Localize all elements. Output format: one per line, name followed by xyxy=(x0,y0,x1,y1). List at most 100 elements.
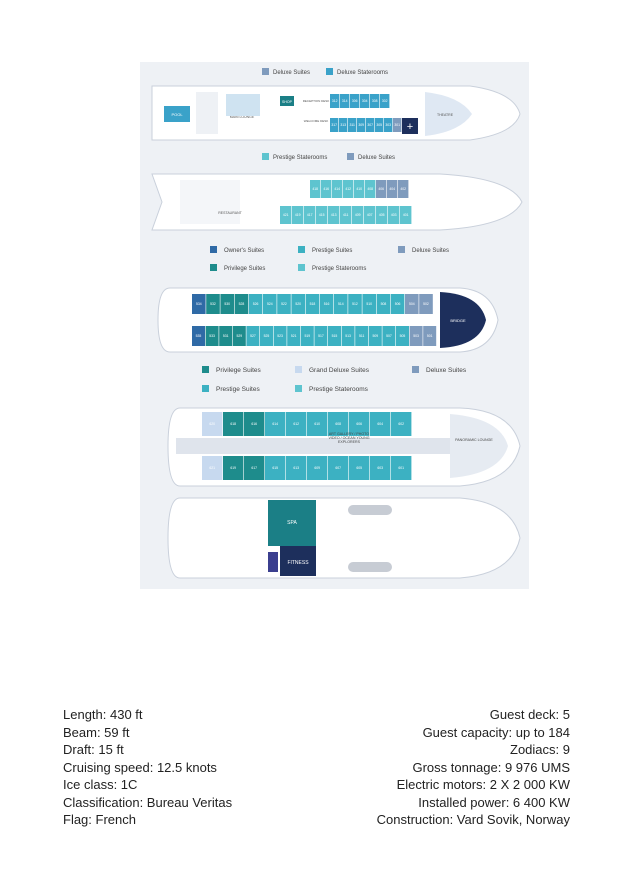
cabin xyxy=(364,206,376,224)
legend-swatch xyxy=(202,366,209,373)
cabin xyxy=(328,326,341,346)
cabin-number: 615 xyxy=(272,466,278,470)
cabin-number: 612 xyxy=(293,422,299,426)
cabin xyxy=(370,94,380,108)
cabin xyxy=(321,180,332,198)
cabin xyxy=(376,294,391,314)
cabin-number: 610 xyxy=(314,422,320,426)
cabin-number: 501 xyxy=(427,334,433,338)
cabin-number: 621 xyxy=(209,466,215,470)
cabin xyxy=(248,294,263,314)
legend-swatch xyxy=(398,246,405,253)
legend-swatch xyxy=(210,264,217,271)
cabin-number: 414 xyxy=(334,187,340,191)
cabin-number: 314 xyxy=(342,99,348,103)
cabin-number: 516 xyxy=(324,302,330,306)
room-label: THEATRE xyxy=(437,113,454,117)
deck3-legend: Privilege Suites Grand Deluxe Suites Del… xyxy=(202,366,467,393)
cabin xyxy=(341,326,355,346)
cabin xyxy=(286,456,307,480)
cabin-number: 521 xyxy=(291,334,297,338)
deck-5: SPA FITNESS xyxy=(167,497,521,579)
cabin-number: 519 xyxy=(304,334,310,338)
cabin-number: 510 xyxy=(366,302,372,306)
legend-label: Deluxe Suites xyxy=(412,248,449,254)
cabin xyxy=(220,294,234,314)
cabin-number: 312 xyxy=(332,99,338,103)
legend-swatch xyxy=(210,246,217,253)
cabin-number: 419 xyxy=(295,213,301,217)
cabin xyxy=(273,326,287,346)
legend-label: Prestige Suites xyxy=(216,386,260,393)
cabin xyxy=(398,180,409,198)
cabin xyxy=(343,180,354,198)
cabin-number: 616 xyxy=(251,422,257,426)
cabin-number: 416 xyxy=(323,187,329,191)
cabin-number: 415 xyxy=(319,213,325,217)
panoramic-lounge-label: PANORAMIC LOUNGE xyxy=(455,438,493,442)
cabin xyxy=(349,456,370,480)
shop xyxy=(280,96,294,106)
cabin-number: 523 xyxy=(277,334,283,338)
spec-length: Length: 430 ft xyxy=(63,707,143,722)
cabin-number: 604 xyxy=(377,422,383,426)
cabin-number: 505 xyxy=(400,334,406,338)
cabin-number: 401 xyxy=(403,213,409,217)
cabin xyxy=(380,94,390,108)
cabin xyxy=(206,294,220,314)
cabin xyxy=(291,294,305,314)
cabin xyxy=(223,412,244,436)
cabin xyxy=(376,206,388,224)
legend-swatch xyxy=(262,68,269,75)
cabin xyxy=(382,326,396,346)
cabin xyxy=(357,118,366,132)
cabin xyxy=(292,206,304,224)
cabin xyxy=(419,294,433,314)
cabin-number: 309 xyxy=(358,123,364,127)
cabin-number: 522 xyxy=(281,302,287,306)
room-label: POOL xyxy=(171,112,183,117)
cabin xyxy=(390,294,405,314)
cabin xyxy=(354,180,365,198)
cabin xyxy=(330,118,339,132)
cabin xyxy=(202,412,223,436)
cabin xyxy=(202,456,223,480)
cabin-number: 403 xyxy=(391,213,397,217)
cabin-number: 620 xyxy=(209,422,215,426)
cabin xyxy=(393,118,402,132)
cabin-number: 409 xyxy=(355,213,361,217)
cabin-number: 618 xyxy=(230,422,236,426)
cabin xyxy=(310,180,321,198)
cabin-number: 512 xyxy=(352,302,358,306)
cabin xyxy=(244,456,265,480)
cabin xyxy=(350,94,360,108)
medical-cross-icon: + xyxy=(407,121,413,133)
cabin-number: 608 xyxy=(335,422,341,426)
spa xyxy=(268,500,316,546)
cabin xyxy=(232,326,246,346)
cabin xyxy=(314,326,328,346)
cabin xyxy=(263,294,277,314)
specs-right-column: Guest deck: 5 Guest capacity: up to 184 … xyxy=(377,706,570,829)
cabin-number: 606 xyxy=(356,422,362,426)
legend-swatch xyxy=(298,246,305,253)
cabin xyxy=(307,456,328,480)
cabin-number: 525 xyxy=(264,334,270,338)
cabin-number: 405 xyxy=(379,213,385,217)
room-label: FITNESS xyxy=(287,560,309,566)
cabin-number: 614 xyxy=(272,422,278,426)
cabin-number: 402 xyxy=(400,187,406,191)
cabin-number: 613 xyxy=(293,466,299,470)
cabin xyxy=(423,326,437,346)
cabin-number: 515 xyxy=(332,334,338,338)
cabin-number: 605 xyxy=(356,466,362,470)
cabin xyxy=(362,294,376,314)
cabin xyxy=(265,412,286,436)
cabin xyxy=(265,456,286,480)
cabin xyxy=(332,180,343,198)
spec-classification: Classification: Bureau Veritas xyxy=(63,794,233,810)
cabin-number: 508 xyxy=(381,302,387,306)
cabin xyxy=(370,456,391,480)
